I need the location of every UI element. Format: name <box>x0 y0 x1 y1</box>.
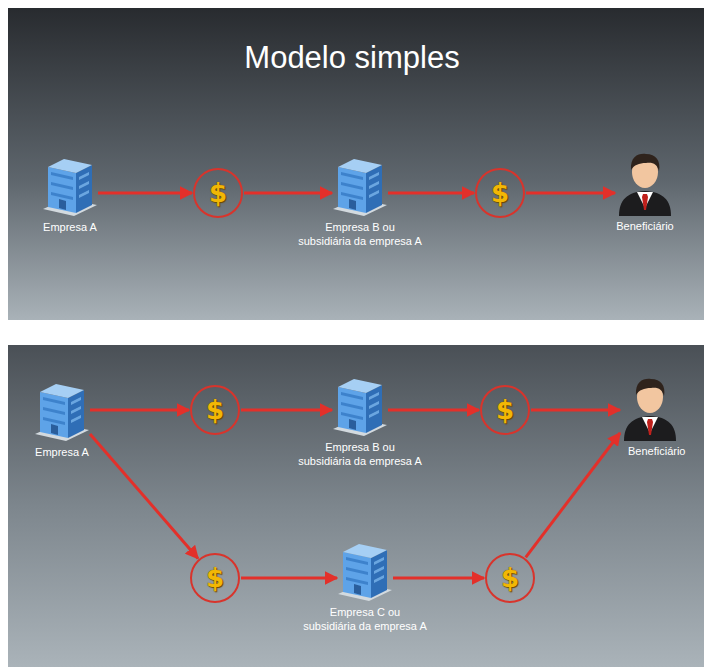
beneficiary-node: Beneficiário <box>615 150 675 216</box>
node-label: Empresa C ou subsidiária da empresa A <box>303 606 427 634</box>
company-node: Empresa B ou subsidiária da empresa A <box>332 153 388 217</box>
node-label: Empresa B ou subsidiária da empresa A <box>298 441 422 469</box>
flow-arrow <box>244 192 332 195</box>
flow-arrow <box>98 192 192 195</box>
money-circle: $ <box>190 385 240 435</box>
flow-arrow <box>526 192 615 195</box>
flow-arrow <box>241 409 332 412</box>
node-label: Empresa B ou subsidiária da empresa A <box>298 221 422 249</box>
bottom-panel <box>8 345 704 667</box>
person-icon <box>620 375 680 441</box>
person-icon <box>615 150 675 216</box>
building-icon <box>332 153 388 217</box>
building-icon <box>332 373 388 437</box>
money-symbol: $ <box>491 180 509 206</box>
money-circle: $ <box>485 553 535 603</box>
node-label: Beneficiário <box>628 445 685 459</box>
flow-arrow <box>393 577 484 580</box>
node-label: Beneficiário <box>583 220 704 234</box>
flow-arrow <box>90 434 198 558</box>
money-circle: $ <box>480 385 530 435</box>
building-icon <box>42 153 98 217</box>
title-text: Modelo simples <box>0 40 704 76</box>
company-node: Empresa A <box>34 378 90 442</box>
building-icon <box>34 378 90 442</box>
flow-arrow <box>526 433 620 557</box>
node-label: Empresa A <box>0 446 124 460</box>
company-node: Empresa C ou subsidiária da empresa A <box>337 538 393 602</box>
company-node: Empresa A <box>42 153 98 217</box>
flow-arrow <box>241 577 337 580</box>
company-node: Empresa B ou subsidiária da empresa A <box>332 373 388 437</box>
flow-arrow <box>531 409 620 412</box>
money-circle: $ <box>475 168 525 218</box>
node-label: Empresa A <box>8 221 132 235</box>
money-symbol: $ <box>501 565 519 591</box>
money-circle: $ <box>193 168 243 218</box>
money-symbol: $ <box>209 180 227 206</box>
flow-arrow <box>90 409 189 412</box>
building-icon <box>337 538 393 602</box>
money-symbol: $ <box>496 397 514 423</box>
beneficiary-node: Beneficiário <box>620 375 680 441</box>
money-symbol: $ <box>206 565 224 591</box>
money-symbol: $ <box>206 397 224 423</box>
flow-arrow <box>388 409 479 412</box>
flow-arrow <box>388 192 474 195</box>
money-circle: $ <box>190 553 240 603</box>
